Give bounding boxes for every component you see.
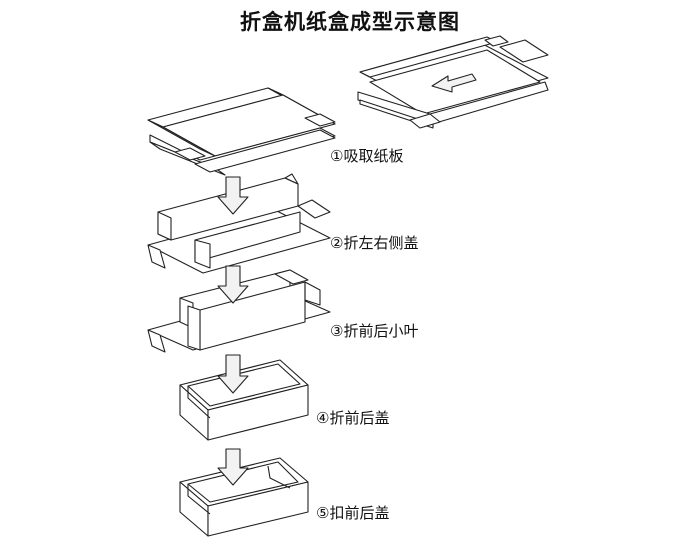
- step4-box-covers: [179, 359, 309, 441]
- diagram-title: 折盒机纸盒成型示意图: [240, 10, 460, 34]
- flat-blank-feed: [357, 35, 549, 129]
- step-label-2: ②折左右侧盖: [330, 234, 419, 252]
- step-label-3: ③折前后小叶: [330, 322, 419, 340]
- step-label-5: ⑤扣前后盖: [316, 504, 390, 522]
- down-arrow-icon: [217, 265, 249, 304]
- step1-flat-blank: [147, 87, 336, 176]
- step2-side-covers: [147, 173, 331, 274]
- down-arrow-icon: [217, 176, 249, 215]
- down-arrow-icon: [217, 354, 249, 394]
- step-label-4: ④折前后盖: [316, 409, 390, 427]
- step5-buckle-covers: [179, 457, 309, 537]
- down-arrow-icon: [217, 448, 249, 486]
- step-label-1: ①吸取纸板: [330, 147, 404, 165]
- left-arrow-icon: [431, 73, 477, 93]
